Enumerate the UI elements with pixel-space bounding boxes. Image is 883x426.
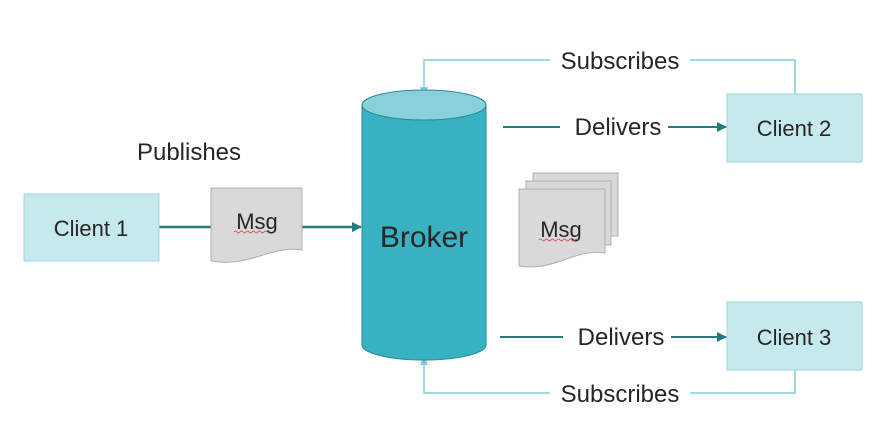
msg-stored-label: Msg: [540, 217, 582, 242]
delivers-bottom-label: Delivers: [578, 324, 665, 351]
subscribes-top-line: [690, 59, 796, 94]
subscribes-top-arrow: [420, 59, 550, 97]
spellcheck-underline: [538, 238, 579, 242]
msg-stack: Msg: [518, 172, 619, 268]
subscribes-bottom-line: [690, 370, 796, 394]
spellcheck-underline: [233, 230, 268, 234]
client-2-label: Client 2: [757, 116, 832, 141]
client-2-node[interactable]: Client 2: [726, 93, 863, 163]
publishes-label: Publishes: [137, 139, 241, 166]
client-1-node[interactable]: Client 1: [23, 193, 160, 262]
delivers-top-label: Delivers: [575, 114, 662, 141]
subscribes-bottom-label: Subscribes: [561, 381, 680, 408]
client-1-label: Client 1: [54, 216, 129, 241]
client-3-node[interactable]: Client 3: [726, 301, 863, 371]
subscribes-top-label: Subscribes: [561, 48, 680, 75]
msg-published-label: Msg: [236, 209, 278, 234]
subscribes-bottom-arrow: [420, 355, 550, 394]
client-3-label: Client 3: [757, 325, 832, 350]
broker-node[interactable]: Broker: [361, 89, 487, 361]
msg-document-published: Msg: [210, 187, 303, 263]
broker-label: Broker: [380, 221, 468, 254]
